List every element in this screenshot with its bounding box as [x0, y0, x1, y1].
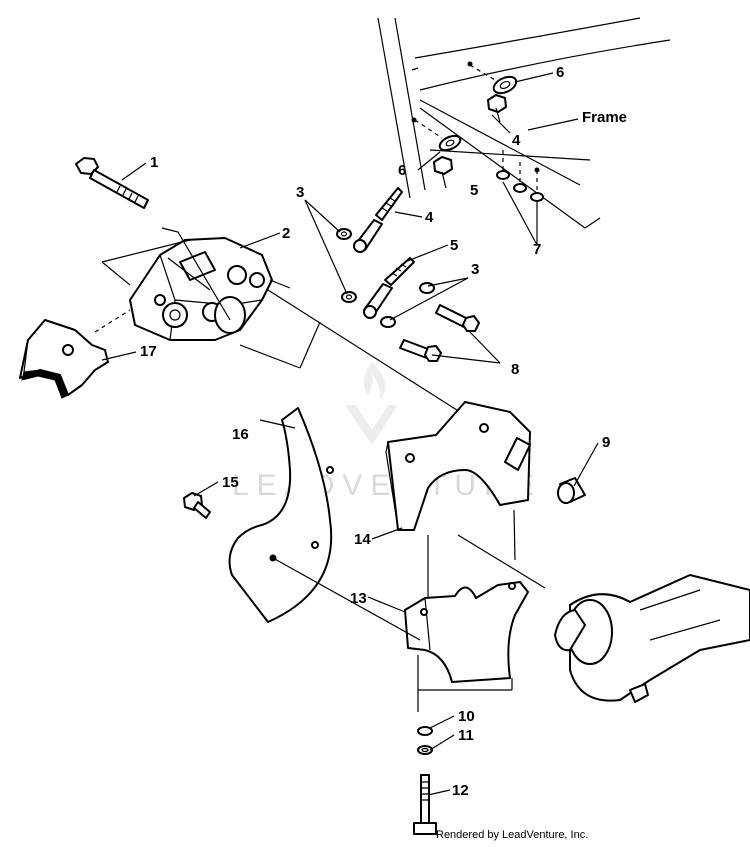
leader-lines — [101, 72, 599, 796]
bolts-8 — [399, 304, 480, 362]
callout-2: 2 — [282, 225, 290, 242]
frame-part — [377, 17, 671, 229]
nut-4-top — [487, 94, 507, 123]
callout-4-link: 4 — [425, 209, 434, 226]
watermark-logo — [345, 362, 398, 445]
bolt-15 — [183, 492, 211, 519]
frame-label: Frame — [582, 109, 627, 126]
shield-16 — [228, 407, 334, 623]
callout-15: 15 — [222, 474, 239, 491]
link-5 — [341, 257, 435, 328]
callout-7: 7 — [533, 241, 541, 258]
brake-pad-17 — [19, 319, 109, 399]
callout-5-link: 5 — [450, 237, 458, 254]
washer-10 — [417, 726, 433, 736]
callout-14: 14 — [354, 531, 371, 548]
bushing-9 — [557, 477, 586, 504]
callout-3-upper: 3 — [296, 184, 304, 201]
bracket-14 — [385, 401, 531, 531]
centre-guide-lines — [272, 509, 546, 712]
callout-17: 17 — [140, 343, 157, 360]
washer-6-middle — [411, 117, 462, 152]
callout-9: 9 — [602, 434, 610, 451]
caliper-2 — [129, 237, 273, 341]
callout-1: 1 — [150, 154, 158, 171]
axle-housing — [554, 574, 750, 703]
callout-12: 12 — [452, 782, 469, 799]
callout-4-frame: 4 — [512, 132, 521, 149]
callout-6-top: 6 — [556, 64, 564, 81]
bolt-12 — [413, 774, 437, 835]
callout-5-nut: 5 — [470, 182, 478, 199]
footer-credit: Rendered by LeadVenture, Inc. — [436, 829, 589, 841]
callout-16: 16 — [232, 426, 249, 443]
callout-11: 11 — [458, 727, 474, 744]
washer-11 — [417, 745, 433, 755]
callout-8: 8 — [511, 361, 519, 378]
callout-13: 13 — [350, 590, 367, 607]
link-4 — [336, 187, 403, 253]
bracket-13 — [404, 581, 529, 683]
frame-bolts-7 — [496, 150, 544, 202]
callout-labels: 1 2 3 3 4 4 5 5 6 6 7 8 9 10 11 12 13 14… — [140, 64, 627, 799]
nut-5-middle — [433, 156, 453, 175]
washer-6-top — [467, 61, 518, 95]
guide-lines — [94, 227, 461, 413]
bolt-1 — [75, 157, 149, 209]
callout-10: 10 — [458, 708, 475, 725]
callout-3-lower: 3 — [471, 261, 479, 278]
callout-6-middle: 6 — [398, 162, 406, 179]
